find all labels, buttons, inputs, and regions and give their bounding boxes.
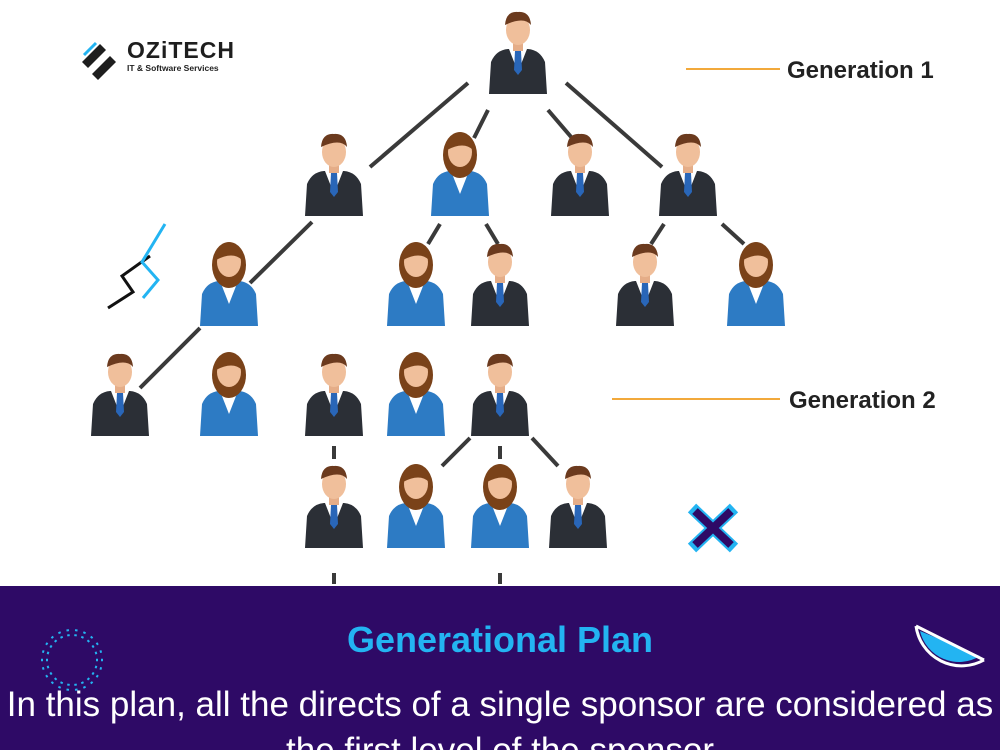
tree-connectors (138, 81, 746, 584)
male-person-icon (305, 353, 363, 436)
male-person-icon (305, 465, 363, 548)
connector-line (484, 222, 500, 246)
connector-line (649, 222, 666, 246)
male-person-icon (471, 353, 529, 436)
female-person-icon (727, 242, 785, 326)
info-banner: Generational Plan In this plan, all the … (0, 586, 1000, 750)
male-person-icon (551, 133, 609, 216)
female-person-icon (387, 352, 445, 436)
banner-description: In this plan, all the directs of a singl… (6, 685, 994, 750)
connector-line (368, 81, 470, 169)
cross-decoration-icon (687, 503, 739, 553)
zigzag-decoration-icon (107, 223, 167, 310)
female-person-icon (200, 352, 258, 436)
banner-decorations (39, 624, 985, 693)
female-person-icon (431, 132, 489, 216)
connector-line (564, 81, 664, 169)
brand-name: OZiTECH (127, 37, 235, 63)
female-person-icon (200, 242, 258, 326)
connector-line (472, 109, 490, 139)
connector-line (720, 222, 746, 246)
connector-line (426, 222, 442, 246)
tree-people (91, 11, 785, 548)
generation-2-label: Generation 2 (789, 387, 936, 414)
male-person-icon (305, 133, 363, 216)
female-person-icon (387, 242, 445, 326)
female-person-icon (387, 464, 445, 548)
male-person-icon (659, 133, 717, 216)
connector-line (138, 326, 202, 390)
male-person-icon (616, 243, 674, 326)
male-person-icon (489, 11, 547, 94)
dotted-circle-icon (39, 627, 105, 693)
connector-line (248, 220, 314, 285)
connector-line (440, 436, 472, 468)
banner-title: Generational Plan (346, 619, 654, 660)
ozitech-logo-icon (82, 41, 116, 80)
half-circle-icon (914, 624, 985, 668)
female-person-icon (471, 464, 529, 548)
male-person-icon (471, 243, 529, 326)
connector-line (546, 108, 574, 140)
male-person-icon (549, 465, 607, 548)
male-person-icon (91, 353, 149, 436)
generation-1-label: Generation 1 (787, 57, 934, 84)
connector-line (530, 436, 560, 468)
brand-tagline: IT & Software Services (127, 63, 219, 73)
